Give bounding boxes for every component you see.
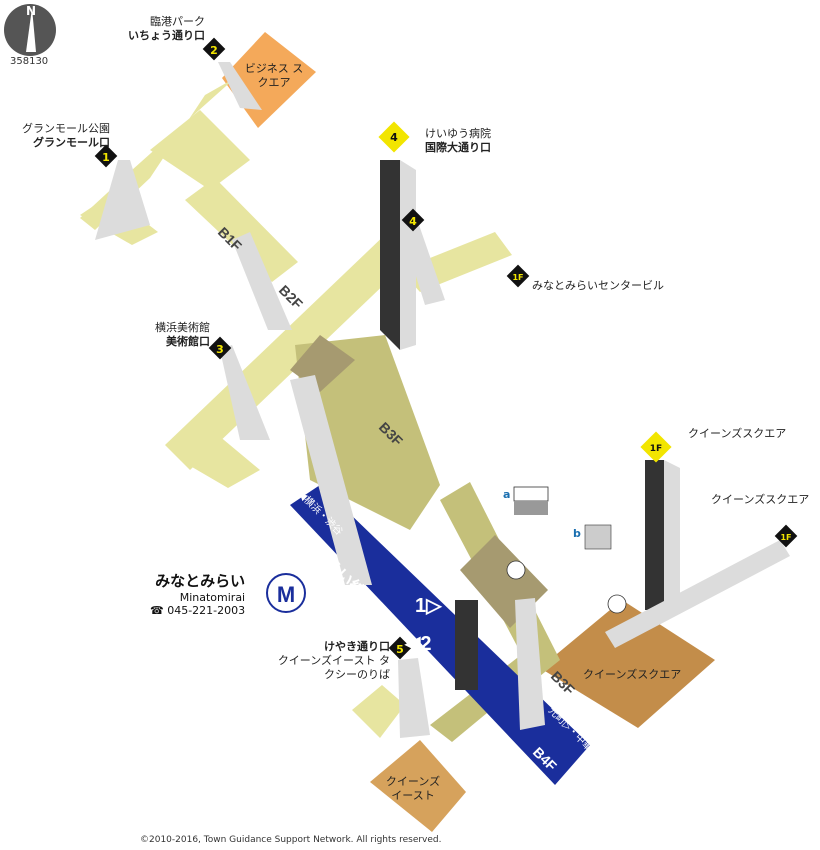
exit-5-number: 5 (396, 643, 404, 656)
escalator-b1f (232, 232, 292, 330)
exit-badge-5[interactable] (388, 636, 412, 660)
elevator-exit-4 (380, 160, 400, 350)
exit-badge-1f-queens[interactable] (640, 431, 672, 463)
exit-1f-center-number: 1F (512, 273, 523, 282)
restroom-icon-queens (607, 594, 627, 614)
stairs-queens-1f (605, 540, 790, 648)
exit-3-number: 3 (216, 343, 224, 356)
compass-letter: N (26, 4, 37, 18)
track-1: 1▷ (415, 595, 443, 617)
exit-2-label: 臨港パーク いちょう通り口 (110, 15, 205, 43)
exit-4-place: けいゆう病院 (425, 127, 491, 140)
compass-needle (26, 8, 36, 52)
exit-1-name: グランモール口 (33, 136, 110, 149)
queens-east-building (370, 740, 466, 832)
exit-1f-queens2-number: 1F (780, 533, 791, 542)
copyright: ©2010-2016, Town Guidance Support Networ… (140, 835, 442, 845)
b1f-corridor-2 (185, 178, 298, 282)
exit-5-name: クイーンズイースト タクシーのりば (277, 654, 390, 681)
exit-1-place: グランモール公園 (22, 122, 110, 135)
exit-1f-queens-number: 1F (650, 444, 662, 454)
stairs-exit-3 (220, 345, 270, 440)
exit-4-number: 4 (409, 215, 417, 228)
elevator-queens (645, 460, 664, 610)
exit-1-number: 1 (102, 151, 110, 164)
elevator-platform (455, 600, 478, 690)
exit-3-landing (180, 430, 260, 488)
station-info: みなとみらい Minatomirai ☎ 045-221-2003 (150, 570, 245, 617)
elevator-queens-side (664, 460, 680, 610)
exit-2-name: いちょう通り口 (128, 29, 205, 42)
business-square-label: ビジネス スクエア (244, 62, 304, 89)
escalator-b3f (290, 375, 372, 585)
exit-3-name: 美術館口 (166, 335, 210, 348)
exit-4-label: けいゆう病院 国際大通り口 (425, 127, 491, 155)
exit-3-label: 横浜美術館 美術館口 (110, 321, 210, 349)
exit-2-place: 臨港パーク (150, 15, 205, 28)
exit-3-place: 横浜美術館 (155, 321, 210, 334)
facility-box-a-2 (514, 501, 548, 515)
escalator-b4f (515, 598, 545, 730)
queens-square-label-1: クイーンズスクエア (688, 427, 787, 440)
stairs-exit-4 (400, 222, 445, 305)
queens-east-label: クイーンズ イースト (385, 775, 441, 802)
exit-badge-1f-center[interactable] (506, 264, 530, 288)
station-phone: ☎ 045-221-2003 (150, 604, 246, 617)
exit-4-elev-number: 4 (390, 131, 398, 144)
b1f-junction (150, 110, 250, 190)
exit-5-landing (352, 685, 405, 738)
facility-marker-b: b (573, 527, 581, 540)
exit-5-place: けやき通り口 (324, 640, 390, 653)
station-logo (266, 573, 306, 613)
exit-5-label: けやき通り口 クイーンズイースト タクシーのりば (270, 640, 390, 682)
stairs-exit-1 (95, 160, 150, 240)
station-name: みなとみらい (155, 572, 246, 590)
track-2: ◀2 (404, 633, 432, 655)
exit-badge-1f-queens2[interactable] (774, 524, 798, 548)
restroom-icon (506, 560, 526, 580)
queens-square-label-3: クイーンズスクエア (583, 668, 682, 681)
stairs-exit-5 (398, 658, 430, 738)
elevator-exit-4-side (400, 160, 416, 350)
b2f-corridor (165, 230, 415, 470)
queens-square-label-2: クイーンズスクエア (711, 493, 810, 506)
exit-badge-4-elevator[interactable] (378, 121, 410, 153)
logo-letter: M (277, 582, 295, 607)
stairs-exit-2 (218, 62, 262, 110)
facility-box-b (584, 524, 612, 550)
exit-4-name: 国際大通り口 (425, 141, 491, 154)
center-building-label: みなとみらいセンタービル (532, 279, 664, 292)
facility-box-a (513, 486, 549, 502)
station-name-en: Minatomirai (179, 591, 246, 604)
exit-2-number: 2 (210, 44, 218, 57)
exit-badge-1[interactable] (94, 144, 118, 168)
map-code: 358130 (10, 56, 49, 67)
exit-1-label: グランモール公園 グランモール口 (10, 122, 110, 150)
facility-marker-a: a (503, 488, 510, 501)
queens-square-area (540, 600, 715, 728)
